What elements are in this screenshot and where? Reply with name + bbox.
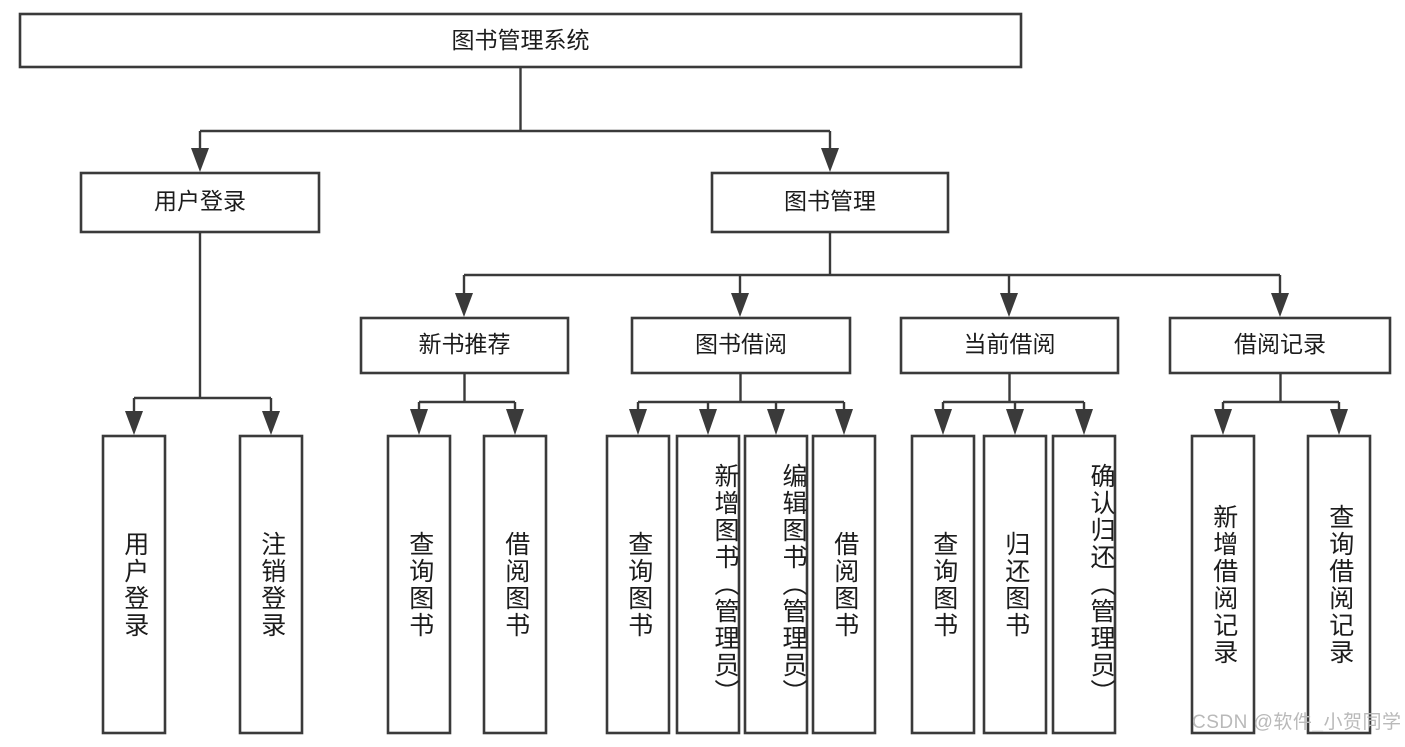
node-book-management-label: 图书管理 — [784, 188, 876, 214]
node-borrow-record-label: 借阅记录 — [1234, 331, 1326, 357]
arrow-head-user-login — [191, 148, 209, 172]
arrow-head-leaf-confirm-return — [1075, 409, 1093, 435]
leaf-query-book-3-rect[interactable] — [910, 434, 976, 735]
node-user-login[interactable]: 用户登录 — [79, 171, 321, 234]
node-book-management[interactable]: 图书管理 — [710, 171, 950, 234]
leaf-edit-book-rect[interactable] — [743, 434, 809, 735]
node-borrow-record-rect[interactable] — [1168, 316, 1392, 375]
node-book-borrow[interactable]: 图书借阅 — [630, 316, 852, 375]
arrow-head-leaf-add-record — [1214, 409, 1232, 435]
arrow-head-leaf-query-book-3 — [934, 409, 952, 435]
arrow-head-book-management — [821, 148, 839, 172]
arrow-head-current-borrow — [1000, 293, 1018, 317]
arrow-head-leaf-borrow-book-2 — [835, 409, 853, 435]
node-new-book-recommend-label: 新书推荐 — [419, 331, 511, 357]
node-user-login-label: 用户登录 — [154, 188, 246, 214]
arrow-head-borrow-record — [1271, 293, 1289, 317]
node-user-login-rect[interactable] — [79, 171, 321, 234]
arrow-head-leaf-user-login — [125, 411, 143, 435]
leaf-logout-login-rect[interactable] — [238, 434, 304, 735]
leaf-confirm-return-rect[interactable] — [1051, 434, 1117, 735]
arrow-head-leaf-query-book-1 — [410, 409, 428, 435]
arrow-head-leaf-edit-book — [767, 409, 785, 435]
arrow-head-leaf-borrow-book-1 — [506, 409, 524, 435]
leaf-query-record-rect[interactable] — [1306, 434, 1372, 735]
node-current-borrow-label: 当前借阅 — [964, 331, 1056, 357]
leaf-user-login-rect[interactable] — [101, 434, 167, 735]
arrow-head-book-borrow — [731, 293, 749, 317]
leaf-return-book-rect[interactable] — [982, 434, 1048, 735]
node-root-rect[interactable] — [18, 12, 1023, 69]
leaf-query-book-2-rect[interactable] — [605, 434, 671, 735]
node-book-management-rect[interactable] — [710, 171, 950, 234]
node-root-label: 图书管理系统 — [452, 27, 590, 53]
arrow-head-new-book-recommend — [455, 293, 473, 317]
connector-group — [125, 67, 1348, 435]
node-current-borrow[interactable]: 当前借阅 — [899, 316, 1120, 375]
leaf-rect-group — [101, 434, 1372, 735]
node-book-borrow-label: 图书借阅 — [695, 331, 787, 357]
arrow-head-leaf-logout-login — [262, 411, 280, 435]
node-new-book-recommend[interactable]: 新书推荐 — [359, 316, 570, 375]
leaf-add-record-rect[interactable] — [1190, 434, 1256, 735]
node-book-borrow-rect[interactable] — [630, 316, 852, 375]
arrow-head-leaf-add-book — [699, 409, 717, 435]
node-new-book-recommend-rect[interactable] — [359, 316, 570, 375]
leaf-add-book-rect[interactable] — [675, 434, 741, 735]
node-root[interactable]: 图书管理系统 — [18, 12, 1023, 69]
arrow-head-leaf-return-book — [1006, 409, 1024, 435]
leaf-borrow-book-2-rect[interactable] — [811, 434, 877, 735]
leaf-query-book-1-rect[interactable] — [386, 434, 452, 735]
node-current-borrow-rect[interactable] — [899, 316, 1120, 375]
arrow-head-leaf-query-record — [1330, 409, 1348, 435]
leaf-borrow-book-1-rect[interactable] — [482, 434, 548, 735]
csdn-watermark: CSDN @软件_小贺同学 — [1192, 712, 1402, 733]
arrow-head-leaf-query-book-2 — [629, 409, 647, 435]
node-borrow-record[interactable]: 借阅记录 — [1168, 316, 1392, 375]
